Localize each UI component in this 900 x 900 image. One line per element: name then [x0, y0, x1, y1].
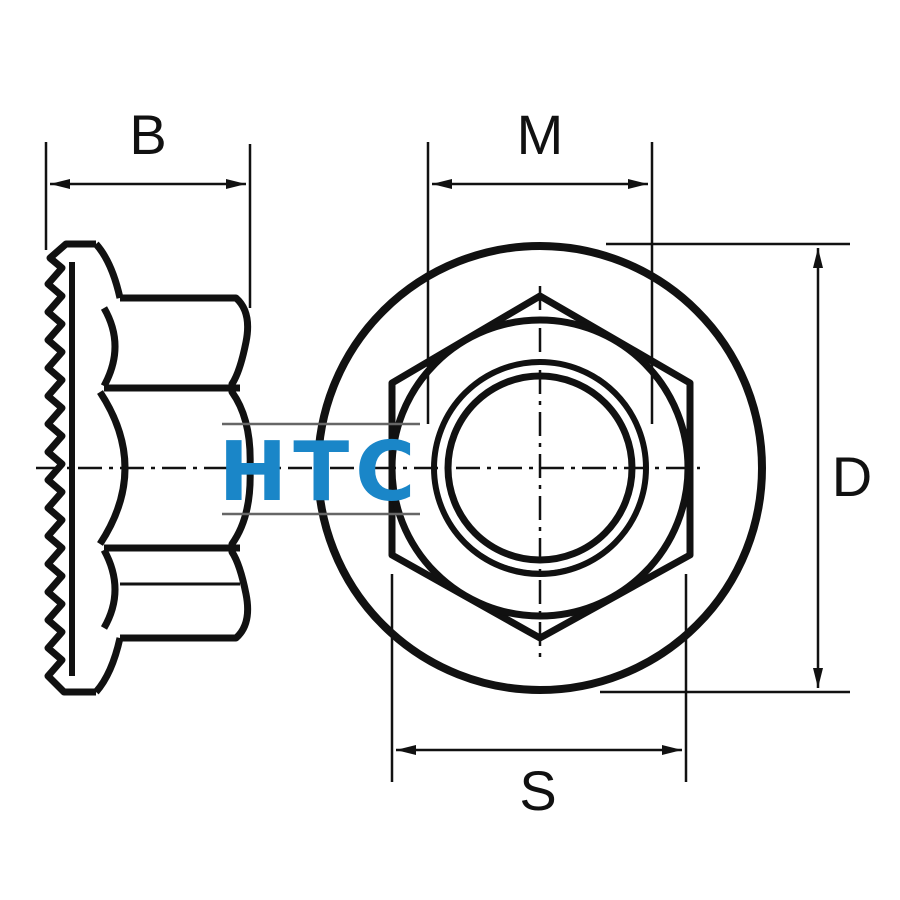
- dim-m-label: M: [517, 103, 564, 166]
- dim-s-label: S: [519, 759, 556, 822]
- hex-face-curve-top: [100, 306, 119, 388]
- flange-curve-top: [93, 241, 124, 299]
- flange-curve-bottom: [93, 637, 124, 695]
- htc-watermark: HTC: [219, 422, 422, 520]
- watermark-text: HTC: [219, 425, 422, 520]
- hex-face-curve-bottom: [100, 548, 119, 630]
- dim-b-label: B: [129, 103, 166, 166]
- dimension-lines: [44, 142, 850, 782]
- center-lines: [36, 286, 700, 660]
- dim-d-label: D: [832, 445, 872, 508]
- flange-outer-circle: [314, 242, 766, 694]
- serrated-flange: [44, 240, 96, 696]
